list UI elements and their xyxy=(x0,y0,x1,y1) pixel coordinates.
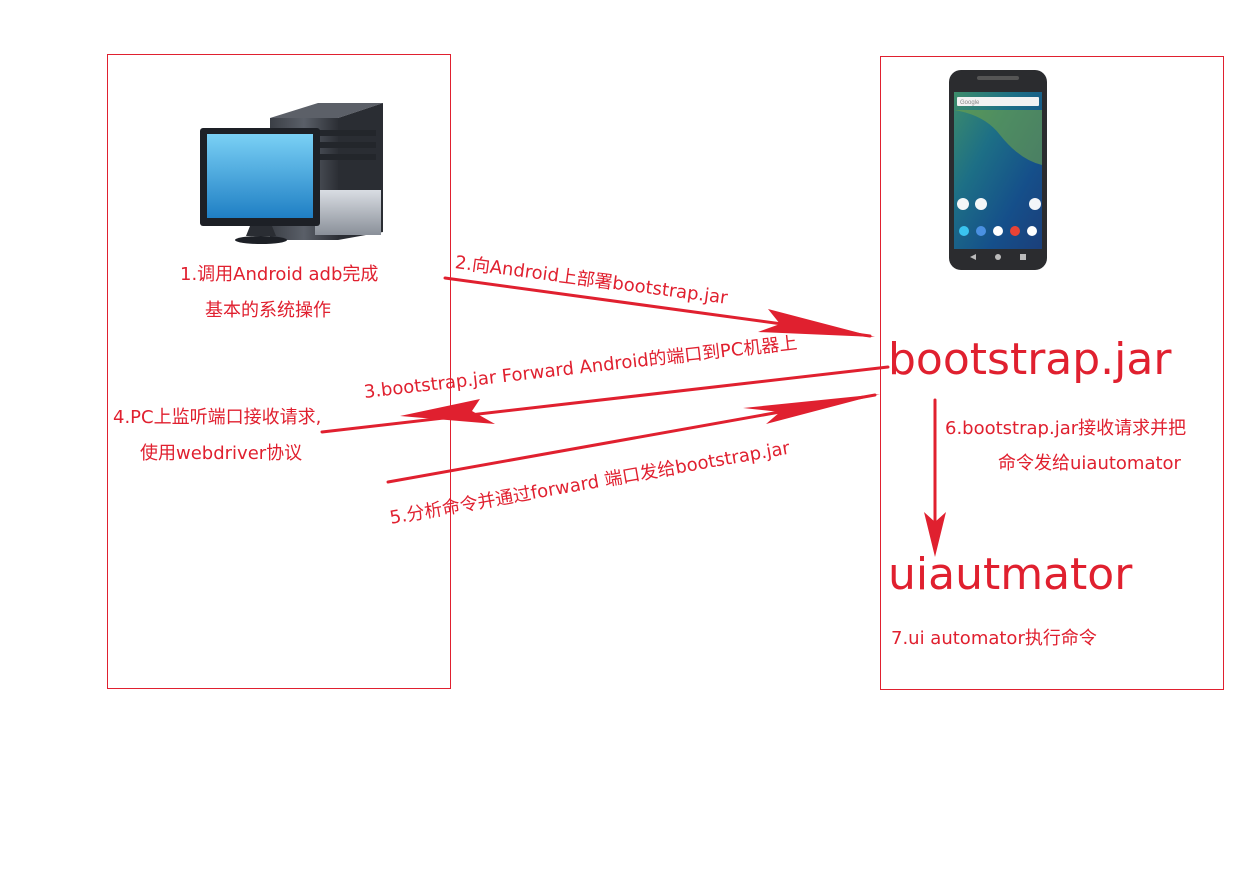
pc-container-box xyxy=(107,54,451,689)
step1-label-line1: 1.调用Android adb完成 xyxy=(180,264,379,285)
arrowhead-step3 xyxy=(400,399,495,424)
uiautomator-node: uiautmator xyxy=(888,549,1133,600)
step6-label-line1: 6.bootstrap.jar接收请求并把 xyxy=(945,418,1187,439)
step6-label-line2: 命令发给uiautomator xyxy=(998,453,1181,474)
arrowhead-step5 xyxy=(743,394,880,424)
android-container-box xyxy=(880,56,1224,690)
desktop-pc-icon xyxy=(200,103,383,244)
phone-search-label: Google xyxy=(960,100,980,106)
step4-label-line1: 4.PC上监听端口接收请求, xyxy=(113,407,322,428)
android-phone-icon: Google xyxy=(949,70,1047,270)
step4-label-line2: 使用webdriver协议 xyxy=(140,443,303,464)
arrowhead-step6 xyxy=(924,512,946,557)
step7-label: 7.ui automator执行命令 xyxy=(891,628,1097,649)
arrowhead-step2 xyxy=(758,309,875,337)
bootstrap-jar-node: bootstrap.jar xyxy=(888,334,1172,385)
step1-label-line2: 基本的系统操作 xyxy=(205,300,331,321)
arrow-step3-forward xyxy=(320,365,890,434)
